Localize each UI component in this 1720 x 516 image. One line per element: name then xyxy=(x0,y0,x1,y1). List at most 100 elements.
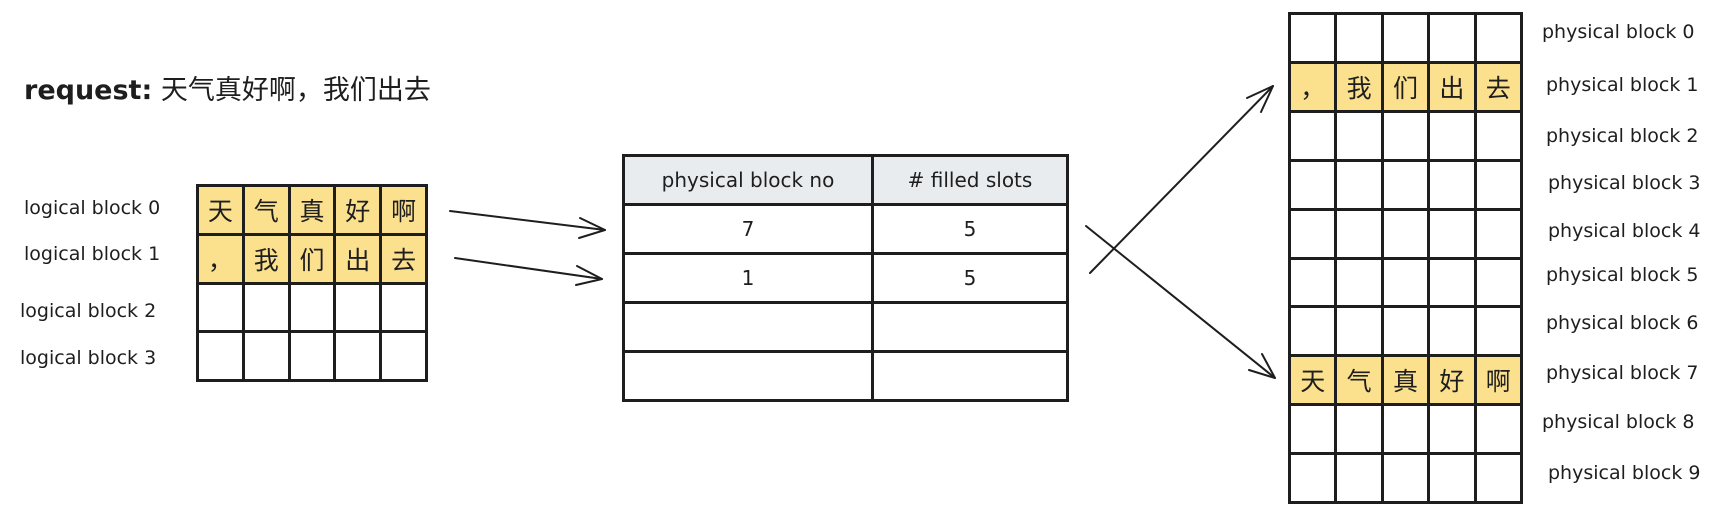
physical-block-cell xyxy=(1337,15,1381,61)
logical-block-cell xyxy=(199,333,242,379)
physical-block-cell xyxy=(1383,112,1428,159)
logical-block-cell: 好 xyxy=(336,187,380,233)
request-text: 天气真好啊，我们出去 xyxy=(160,75,431,106)
request-line: request: 天气真好啊，我们出去 xyxy=(24,68,431,107)
logical-block-cell: 出 xyxy=(336,235,380,282)
physical-block-cell xyxy=(1430,308,1474,355)
physical-block-cell xyxy=(1383,455,1428,501)
physical-block-grid: ，我们出去天气真好啊 xyxy=(1288,12,1523,504)
arrow-table-to-physical-7 xyxy=(1085,225,1276,379)
physical-block-cell xyxy=(1430,15,1474,61)
request-label: request: xyxy=(24,75,153,106)
physical-block-cell xyxy=(1383,210,1428,257)
table-cell: 7 xyxy=(625,206,871,252)
physical-block-cell: 真 xyxy=(1383,357,1428,404)
physical-block-cell xyxy=(1383,406,1428,453)
logical-label-0: logical block 0 xyxy=(24,197,161,219)
logical-block-cell xyxy=(336,284,380,331)
physical-block-cell: 出 xyxy=(1430,63,1474,110)
logical-block-cell xyxy=(199,284,242,331)
logical-block-cell: 天 xyxy=(199,187,242,233)
table-cell: 1 xyxy=(625,255,871,301)
physical-label-2: physical block 2 xyxy=(1546,125,1699,147)
physical-block-cell: 去 xyxy=(1476,63,1520,110)
physical-block-cell xyxy=(1337,406,1381,453)
physical-label-7: physical block 7 xyxy=(1546,362,1699,384)
physical-block-cell xyxy=(1337,210,1381,257)
physical-block-cell xyxy=(1383,259,1428,306)
arrow-table-to-physical-1 xyxy=(1089,85,1274,274)
logical-block-cell: 们 xyxy=(290,235,334,282)
physical-block-cell xyxy=(1337,455,1381,501)
physical-block-cell xyxy=(1476,406,1520,453)
physical-block-cell: 好 xyxy=(1430,357,1474,404)
logical-block-cell xyxy=(382,333,425,379)
physical-block-cell xyxy=(1291,15,1335,61)
physical-block-cell xyxy=(1476,308,1520,355)
logical-block-cell: 我 xyxy=(244,235,288,282)
physical-block-cell: 天 xyxy=(1291,357,1335,404)
physical-block-cell: ， xyxy=(1291,63,1335,110)
physical-block-cell xyxy=(1383,161,1428,208)
physical-block-cell xyxy=(1337,259,1381,306)
logical-block-cell: ， xyxy=(199,235,242,282)
arrow-logical-1-to-table xyxy=(454,257,603,286)
logical-block-cell xyxy=(244,333,288,379)
physical-block-cell xyxy=(1291,112,1335,159)
physical-label-1: physical block 1 xyxy=(1546,74,1699,96)
table-cell xyxy=(625,353,871,399)
physical-block-cell xyxy=(1337,161,1381,208)
logical-block-cell xyxy=(290,333,334,379)
physical-block-cell xyxy=(1476,210,1520,257)
table-header-block-no: physical block no xyxy=(625,157,871,203)
logical-label-1: logical block 1 xyxy=(24,243,161,265)
physical-block-cell xyxy=(1383,15,1428,61)
physical-block-cell: 们 xyxy=(1383,63,1428,110)
physical-block-cell xyxy=(1430,112,1474,159)
logical-label-2: logical block 2 xyxy=(20,300,157,322)
physical-block-cell xyxy=(1337,308,1381,355)
physical-block-cell: 气 xyxy=(1337,357,1381,404)
logical-block-cell: 啊 xyxy=(382,187,425,233)
physical-block-cell xyxy=(1430,210,1474,257)
logical-block-cell: 气 xyxy=(244,187,288,233)
physical-block-cell xyxy=(1291,210,1335,257)
physical-block-cell: 啊 xyxy=(1476,357,1520,404)
table-cell xyxy=(874,304,1066,350)
table-cell: 5 xyxy=(874,206,1066,252)
physical-label-6: physical block 6 xyxy=(1546,312,1699,334)
logical-block-cell xyxy=(336,333,380,379)
physical-block-cell xyxy=(1291,161,1335,208)
physical-block-cell xyxy=(1476,15,1520,61)
logical-block-cell: 去 xyxy=(382,235,425,282)
table-cell: 5 xyxy=(874,255,1066,301)
table-cell xyxy=(874,353,1066,399)
table-cell xyxy=(625,304,871,350)
physical-block-cell xyxy=(1291,259,1335,306)
physical-block-cell xyxy=(1291,406,1335,453)
physical-block-cell xyxy=(1476,161,1520,208)
logical-label-3: logical block 3 xyxy=(20,347,157,369)
physical-block-cell xyxy=(1383,308,1428,355)
physical-block-cell xyxy=(1430,406,1474,453)
physical-block-cell xyxy=(1476,455,1520,501)
logical-block-grid: 天气真好啊 ，我们出去 xyxy=(196,184,428,382)
physical-block-cell xyxy=(1430,259,1474,306)
physical-block-cell xyxy=(1476,259,1520,306)
physical-block-cell xyxy=(1430,455,1474,501)
block-table: physical block no # filled slots 7 5 1 5 xyxy=(622,154,1069,402)
physical-block-cell: 我 xyxy=(1337,63,1381,110)
physical-label-9: physical block 9 xyxy=(1548,462,1701,484)
physical-block-cell xyxy=(1430,161,1474,208)
physical-block-cell xyxy=(1291,455,1335,501)
physical-label-8: physical block 8 xyxy=(1542,411,1695,433)
arrow-logical-0-to-table xyxy=(449,210,606,239)
physical-label-3: physical block 3 xyxy=(1548,172,1701,194)
physical-label-5: physical block 5 xyxy=(1546,264,1699,286)
logical-block-cell xyxy=(290,284,334,331)
physical-label-4: physical block 4 xyxy=(1548,220,1701,242)
table-header-filled-slots: # filled slots xyxy=(874,157,1066,203)
physical-block-cell xyxy=(1291,308,1335,355)
logical-block-cell: 真 xyxy=(290,187,334,233)
